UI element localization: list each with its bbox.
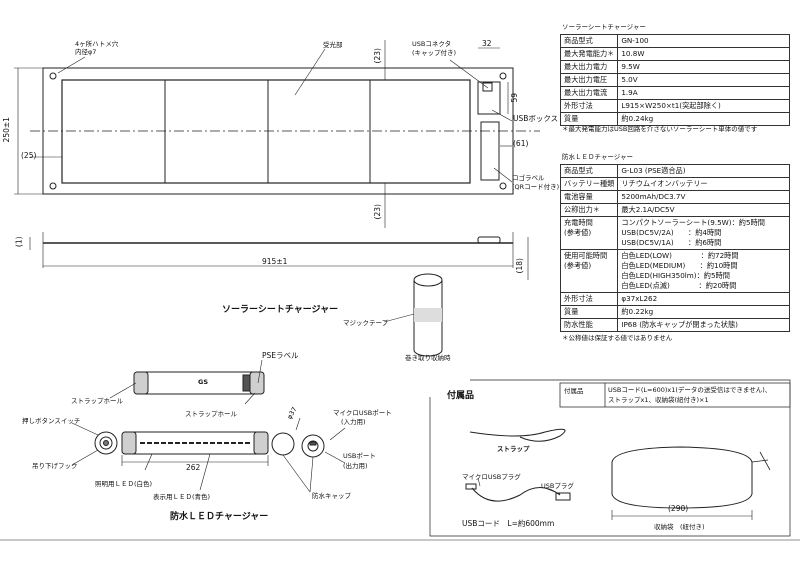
magic-tape-label: マジックテープ	[343, 319, 389, 327]
dim-23-bottom: (23)	[372, 204, 382, 220]
usb-cord-drawing	[471, 487, 561, 502]
hole-note: 4ヶ所ハトメ穴	[75, 40, 119, 48]
usb-port-label: USBポート	[343, 452, 376, 460]
dim-1: (1)	[14, 236, 24, 248]
solar-spec-footnote: ＊最大発電能力はUSB回路を介さないソーラーシート単体の値です	[562, 125, 758, 133]
grommet-hole	[499, 72, 507, 80]
logo-label-text: ロゴラベル	[512, 174, 545, 182]
led-spec-title: 防水ＬＥＤチャージャー	[562, 153, 633, 161]
dim-250: 250±1	[1, 117, 11, 143]
hook-label: 吊り下げフック	[32, 462, 78, 470]
hole-note-diameter: 内径φ7	[75, 48, 97, 56]
micro-usb-port-label: マイクロUSBポート	[333, 409, 392, 417]
light-led-label: 照明用ＬＥＤ(白色)	[95, 480, 153, 488]
solar-spec-title: ソーラーシートチャージャー	[562, 23, 646, 31]
dim-18: (18)	[514, 258, 524, 274]
logo-mark: GS	[198, 378, 209, 386]
usb-box-label: USBボックス	[513, 114, 559, 123]
spec-row: 最大発電能力＊10.8W	[559, 47, 790, 61]
dim-32: 32	[482, 39, 492, 48]
pse-label-text: PSEラベル	[262, 351, 299, 360]
strap-label: ストラップ	[497, 445, 530, 453]
led-spec-footnote: ＊公称値は保証する値ではありません	[562, 334, 673, 342]
usb-port-sub: (出力用)	[343, 462, 368, 470]
dim-915: 915±1	[262, 257, 288, 266]
dim-59: 59	[510, 92, 520, 103]
usb-connector-label: USBコネクタ	[412, 40, 452, 48]
strap-hole-right-label: ストラップホール	[185, 410, 237, 418]
grommet-hole	[49, 182, 57, 190]
push-button-switch	[94, 431, 118, 455]
usb-plug-label: USBプラグ	[541, 482, 574, 490]
dim-25: (25)	[21, 151, 37, 160]
solar-panel-inner	[61, 79, 471, 184]
light-receiving-area-label: 受光部	[323, 41, 343, 49]
dim-61: (61)	[513, 139, 529, 148]
usb-connector-cap-label: (キャップ付き)	[412, 49, 457, 57]
spec-row: 質量約0.24kg	[559, 112, 790, 126]
display-led-label: 表示用ＬＥＤ(青色)	[153, 493, 211, 501]
solar-drawing-title: ソーラーシートチャージャー	[222, 305, 339, 315]
dim-290: (290)	[668, 504, 689, 513]
accessories-line-1: USBコード(L=600)x1(データの送受信はできません)、	[608, 386, 772, 394]
accessories-key: 付属品	[564, 387, 584, 395]
spec-row: バッテリー種類リチウムイオンバッテリー	[559, 177, 790, 191]
dim-23-top: (23)	[372, 48, 382, 64]
spec-row: 公称出力＊最大2.1A/DC5V	[559, 203, 790, 217]
led-drawing-title: 防水ＬＥＤチャージャー	[170, 512, 269, 522]
push-switch-label: 押しボタンスイッチ	[22, 417, 81, 425]
grommet-hole	[499, 182, 507, 190]
rolled-sheet	[413, 273, 443, 287]
spec-row: 質量約0.22kg	[559, 305, 790, 319]
storage-bag-label: 収納袋 (紐付き)	[654, 523, 705, 531]
usb-port-end-view	[301, 434, 325, 458]
qr-label-text: (QRコード付き)	[512, 183, 560, 191]
spec-row-usage-time: 使用可能時間(参考値) 白色LED(LOW) ：約72時間白色LED(MEDIU…	[559, 249, 790, 293]
accessories-line-2: ストラップx1、収納袋(紐付き)×1	[608, 396, 709, 404]
strap-drawing	[469, 428, 566, 442]
micro-usb-plug-label: マイクロUSBプラグ	[462, 473, 521, 481]
waterproof-cap-label: 防水キャップ	[312, 492, 351, 500]
micro-usb-port-sub: (入力用)	[341, 418, 366, 426]
grommet-hole	[49, 72, 57, 80]
accessories-heading: 付属品	[447, 391, 475, 401]
rolled-storage-label: 巻き取り収納時	[405, 354, 451, 362]
strap-hole-left-label: ストラップホール	[71, 397, 123, 405]
logo-label	[480, 121, 500, 181]
usb-cord-label: USBコード L=約600mm	[462, 519, 555, 528]
storage-bag-drawing	[611, 446, 753, 509]
dim-262: 262	[186, 463, 201, 472]
usb-box	[477, 81, 501, 115]
